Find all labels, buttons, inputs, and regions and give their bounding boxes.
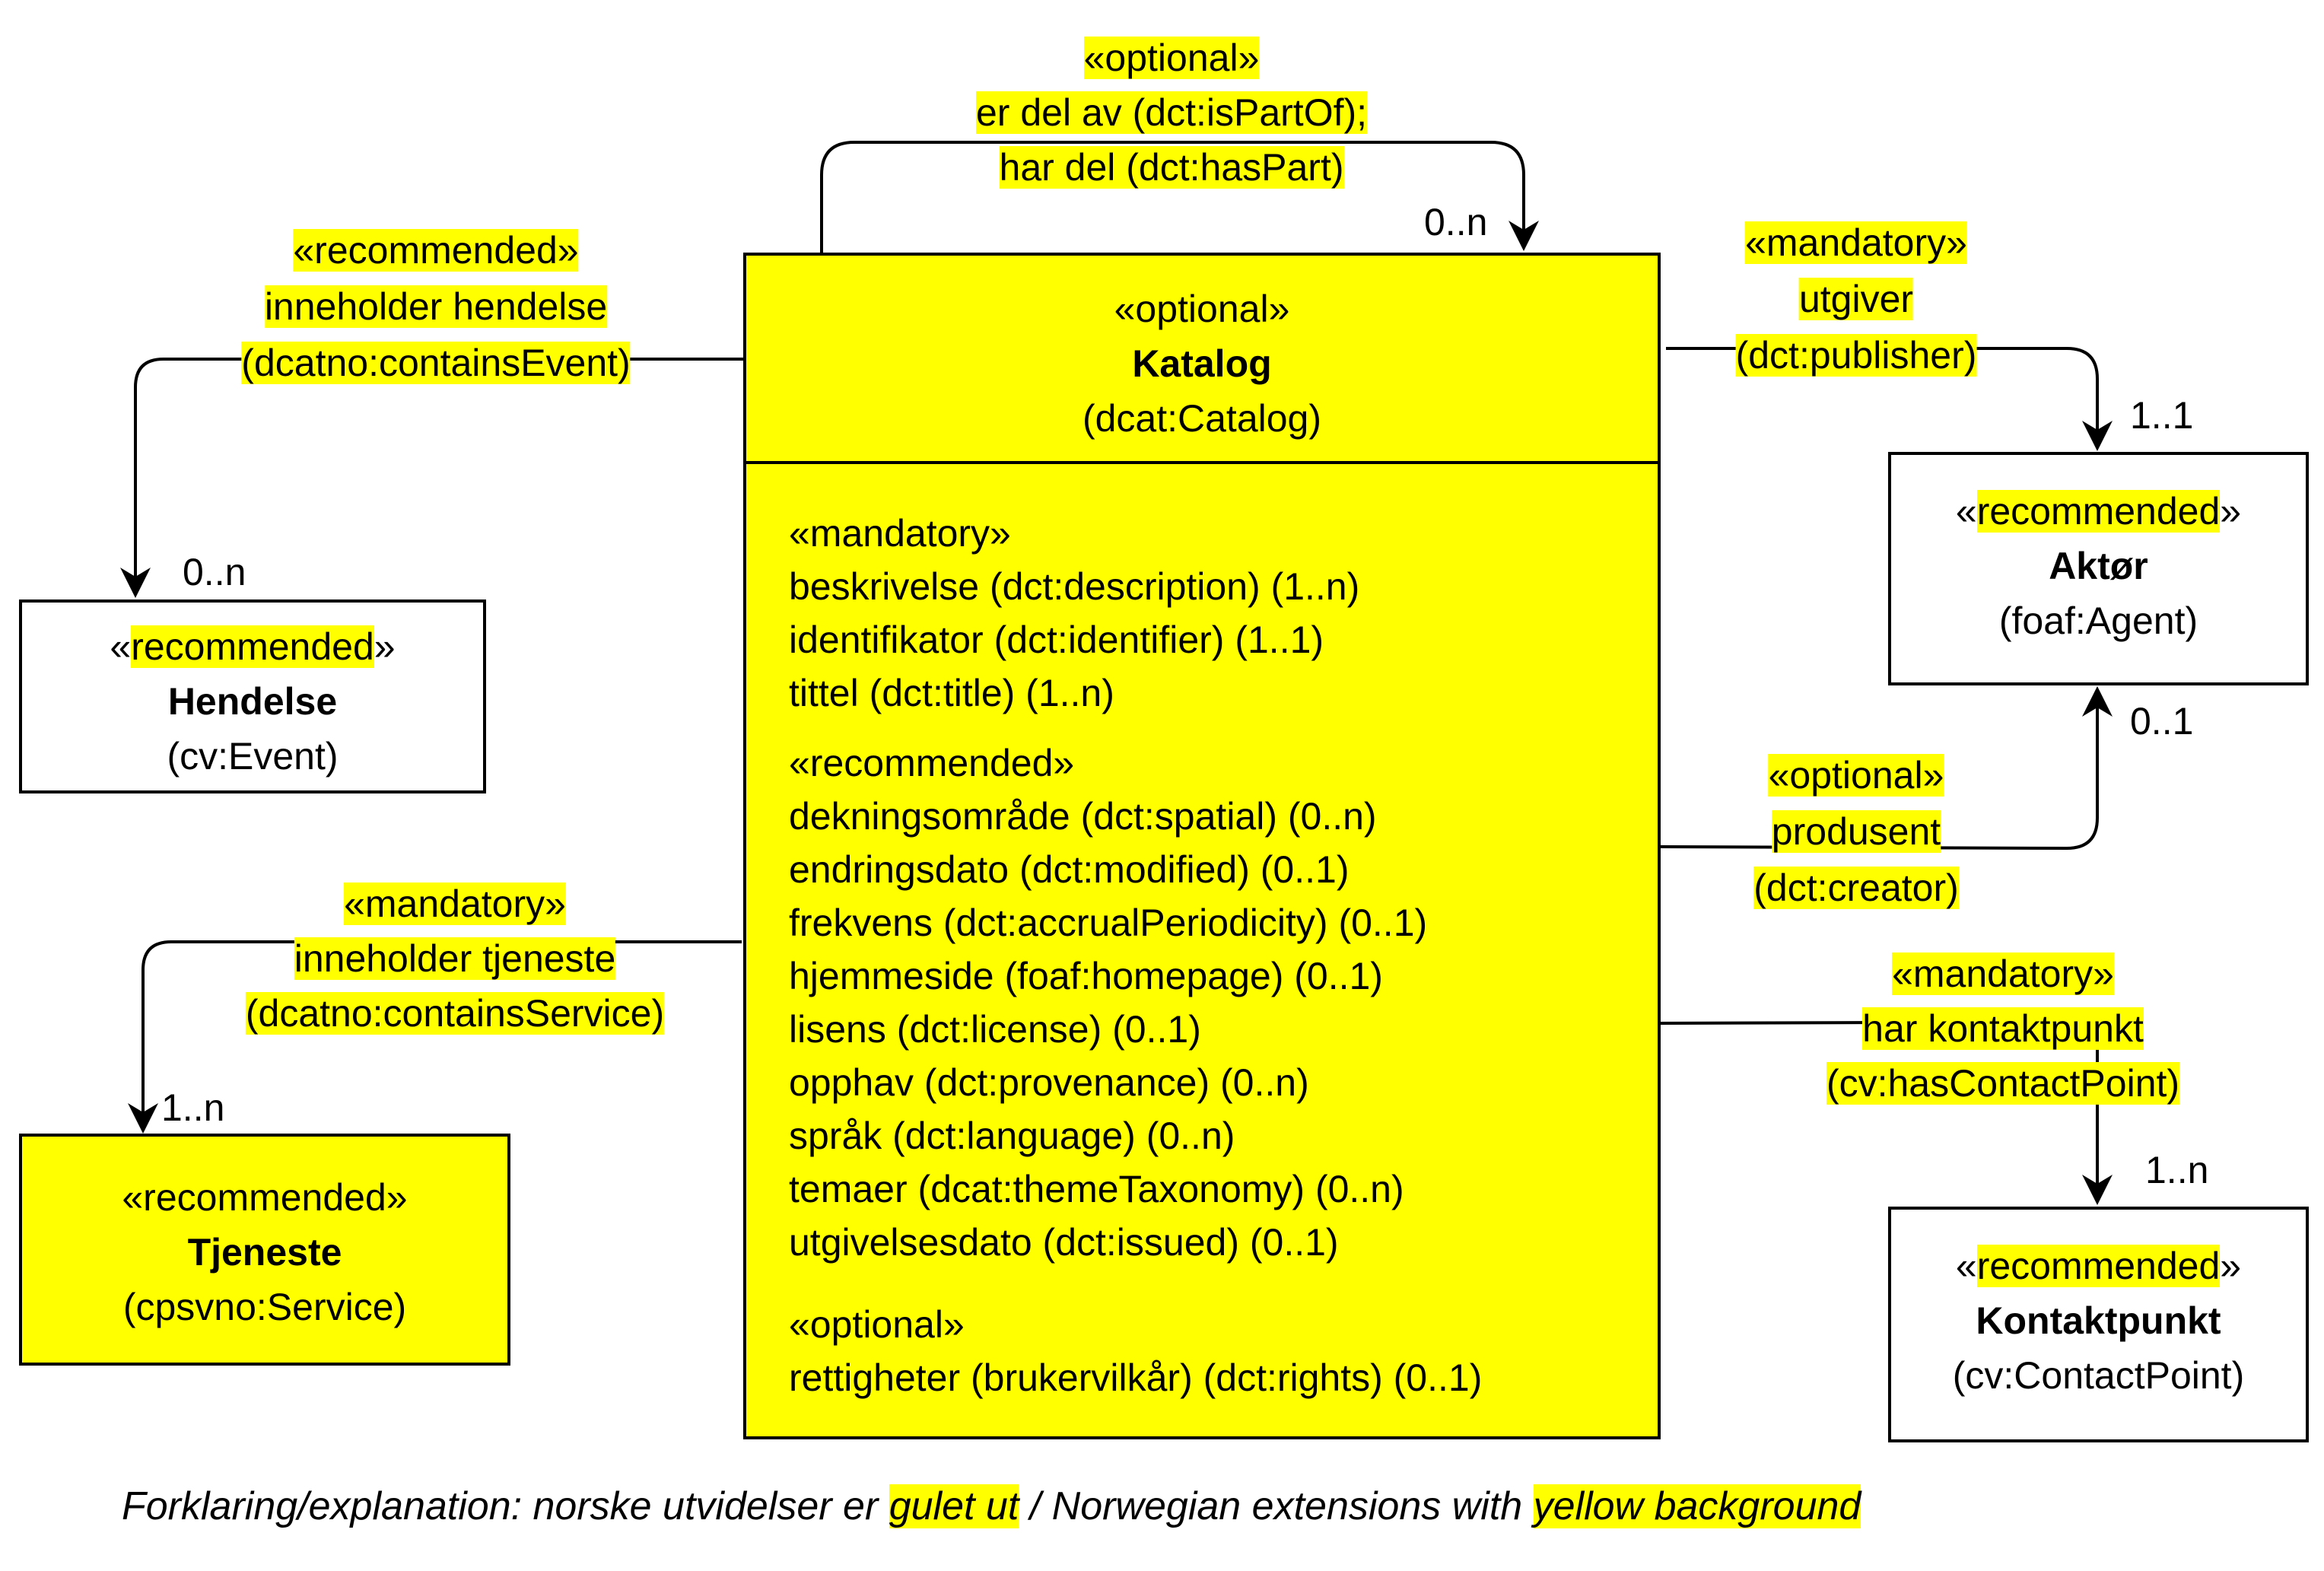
- catalog-divider: [746, 461, 1658, 464]
- self-relation-line: [820, 141, 1539, 253]
- hendelse-name: Hendelse: [167, 680, 338, 723]
- mandatory-header: «mandatory»: [789, 512, 1011, 555]
- tjeneste-uri: (cpsvno:Service): [122, 1286, 407, 1328]
- catalog-name: Katalog: [1132, 342, 1272, 385]
- tjeneste-stereotype: «recommended»: [122, 1176, 408, 1219]
- event-multiplicity: 0..n: [183, 551, 246, 593]
- attribute: lisens (dct:license) (0..1): [789, 1008, 1201, 1051]
- contact-relation-label: «mandatory» har kontaktpunkt (cv:hasCont…: [1826, 952, 2180, 1105]
- hendelse-uri: (cv:Event): [167, 735, 339, 778]
- aktor-class-box: «recommended» Aktør (foaf:Agent): [1888, 452, 2309, 685]
- attribute: utgivelsesdato (dct:issued) (0..1): [789, 1221, 1339, 1264]
- aktor-uri: (foaf:Agent): [1998, 599, 2198, 642]
- kontaktpunkt-stereotype: «recommended»: [1955, 1245, 2242, 1287]
- kontaktpunkt-uri: (cv:ContactPoint): [1952, 1354, 2245, 1397]
- hendelse-stereotype: «recommended»: [110, 625, 396, 668]
- attribute: beskrivelse (dct:description) (1..n): [789, 565, 1360, 608]
- service-relation-line: [128, 940, 742, 1134]
- attribute: tittel (dct:title) (1..n): [789, 672, 1114, 714]
- attribute: frekvens (dct:accrualPeriodicity) (0..1): [789, 902, 1428, 944]
- publisher-relation-label: «mandatory» utgiver (dct:publisher): [1735, 221, 1977, 377]
- optional-header: «optional»: [789, 1303, 965, 1346]
- service-multiplicity: 1..n: [161, 1086, 225, 1129]
- aktor-name: Aktør: [2049, 545, 2148, 587]
- tjeneste-class-box: «recommended» Tjeneste (cpsvno:Service): [19, 1134, 510, 1366]
- event-relation-line: [120, 358, 743, 598]
- catalog-uri: (dcat:Catalog): [1082, 397, 1322, 440]
- attribute: temaer (dcat:themeTaxonomy) (0..n): [789, 1168, 1404, 1210]
- service-relation-label: «mandatory» inneholder tjeneste (dcatno:…: [245, 882, 665, 1035]
- tjeneste-name: Tjeneste: [187, 1231, 342, 1274]
- attribute: opphav (dct:provenance) (0..n): [789, 1061, 1309, 1104]
- hendelse-class-box: «recommended» Hendelse (cv:Event): [19, 599, 486, 793]
- catalog-stereotype: «optional»: [1114, 288, 1290, 330]
- publisher-relation-line: [1666, 347, 2113, 451]
- attribute: endringsdato (dct:modified) (0..1): [789, 848, 1350, 891]
- attribute: identifikator (dct:identifier) (1..1): [789, 619, 1324, 661]
- kontaktpunkt-name: Kontaktpunkt: [1976, 1299, 2221, 1342]
- aktor-stereotype: «recommended»: [1955, 490, 2242, 533]
- legend-caption: Forklaring/explanation: norske utvidelse…: [122, 1484, 1861, 1528]
- creator-relation-label: «optional» produsent (dct:creator): [1753, 754, 1959, 909]
- creator-relation-line: [1660, 686, 2113, 851]
- attribute: rettigheter (brukervilkår) (dct:rights) …: [789, 1356, 1483, 1399]
- self-multiplicity: 0..n: [1424, 201, 1488, 243]
- contact-multiplicity: 1..n: [2145, 1149, 2209, 1191]
- catalog-attributes: «mandatory» beskrivelse (dct:description…: [789, 507, 1482, 1404]
- attribute: hjemmeside (foaf:homepage) (0..1): [789, 955, 1383, 997]
- self-relation-label: «optional» er del av (dct:isPartOf); har…: [975, 37, 1368, 189]
- creator-multiplicity: 0..1: [2130, 700, 2194, 743]
- attribute: dekningsområde (dct:spatial) (0..n): [789, 795, 1377, 838]
- event-relation-label: «recommended» inneholder hendelse (dcatn…: [241, 229, 631, 384]
- kontaktpunkt-class-box: «recommended» Kontaktpunkt (cv:ContactPo…: [1888, 1207, 2309, 1442]
- attribute: språk (dct:language) (0..n): [789, 1115, 1235, 1157]
- publisher-multiplicity: 1..1: [2130, 394, 2194, 437]
- recommended-header: «recommended»: [789, 742, 1075, 784]
- catalog-class-box: «optional» Katalog (dcat:Catalog) «manda…: [743, 253, 1661, 1439]
